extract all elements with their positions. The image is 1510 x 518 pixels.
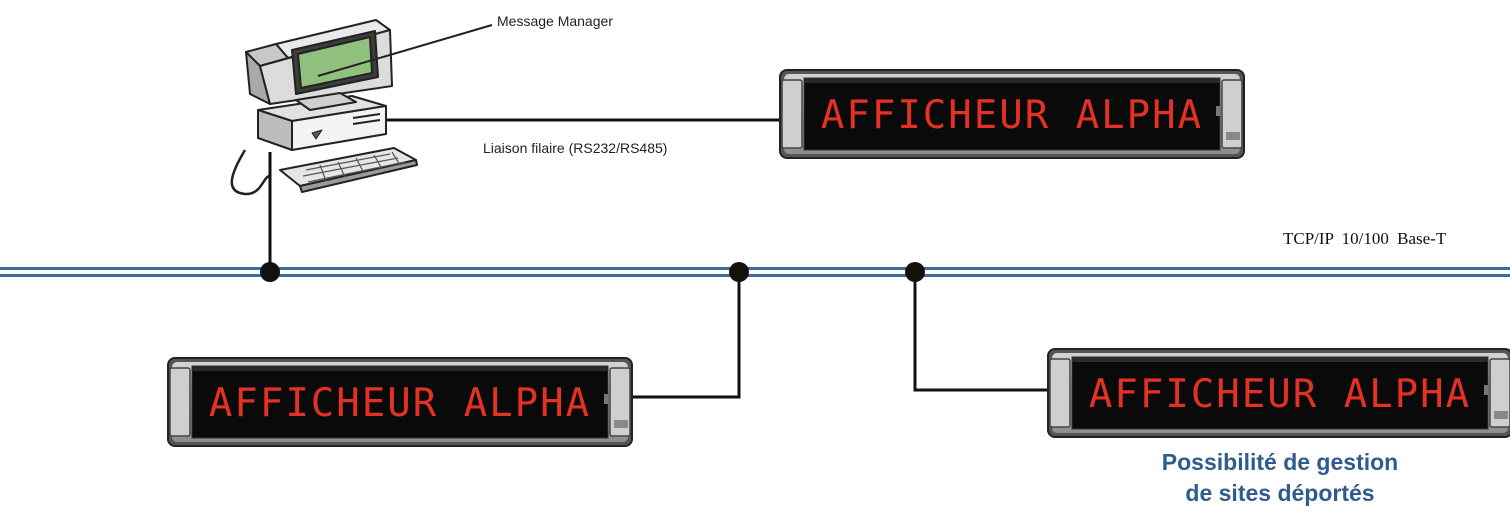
bus-tap-right [905,262,925,282]
led-display-left-text: AFFICHEUR ALPHA [209,381,591,426]
mouse-cable [230,149,271,196]
led-display-left: AFFICHEUR ALPHA [167,357,633,447]
bus-tap-computer [260,262,280,282]
display-left-drop-line [632,272,741,399]
monitor-icon [245,19,393,111]
bus-taps [260,262,925,282]
led-display-right: AFFICHEUR ALPHA [1047,348,1510,438]
remote-sites-line-1: Possibilité de gestion [1161,449,1399,475]
led-display-top-text: AFFICHEUR ALPHA [821,93,1203,138]
display-right-drop-line [913,272,1052,392]
computer-icon [230,19,418,196]
led-display-top: AFFICHEUR ALPHA [779,69,1245,159]
message-manager-leader [317,24,493,77]
network-bus [0,267,1510,277]
network-label: TCP/IP 10/100 Base-T [1283,229,1447,248]
keyboard-icon [279,147,418,193]
led-display-right-text: AFFICHEUR ALPHA [1089,372,1471,417]
connection-lines [268,118,1052,399]
wired-link-label: Liaison filaire (RS232/RS485) [483,140,668,156]
remote-sites-caption: Possibilité de gestion de sites déportés [1080,447,1480,509]
bus-tap-left [729,262,749,282]
message-manager-label: Message Manager [497,13,613,29]
remote-sites-line-2: de sites déportés [1185,480,1375,506]
